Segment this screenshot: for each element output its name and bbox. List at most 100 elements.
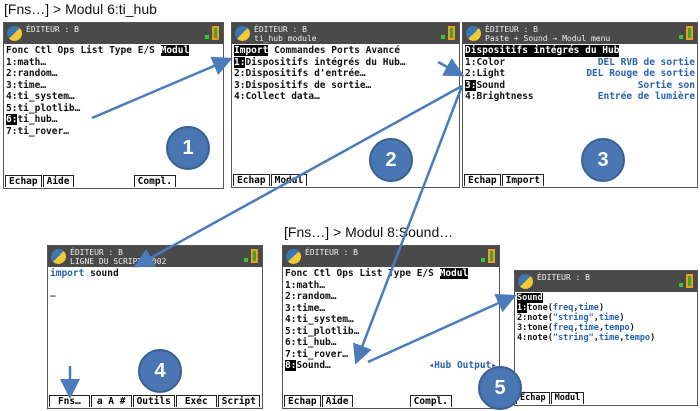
menu-item[interactable]: 2:random…	[6, 68, 221, 80]
menu-item[interactable]: 3:Dispositifs de sortie…	[234, 80, 457, 92]
menu-tab-list[interactable]: List	[359, 268, 383, 279]
item-label: ti_plotlib…	[17, 102, 81, 114]
menu-tab-es[interactable]: E/S	[137, 45, 155, 56]
menu-item[interactable]: 1:Dispositifs intégrés du Hub…	[234, 56, 457, 69]
softkey-chap[interactable]: Échap	[233, 174, 270, 186]
menu-item[interactable]: 2:Dispositifs d'entrée…	[234, 68, 457, 80]
softkey-fns[interactable]: Fns…	[49, 395, 90, 407]
header-title: ÉDITEUR : B	[26, 25, 79, 34]
menu-tab-import[interactable]: Import	[234, 45, 269, 56]
menu-item[interactable]: 1:math…	[285, 280, 497, 292]
param: tempo	[624, 333, 651, 343]
menu-item[interactable]: 8:Sound…◂Hub Output▸	[285, 360, 497, 372]
menu-tab-modul[interactable]: Modul	[160, 45, 190, 56]
softkey-chap[interactable]: Échap	[5, 175, 42, 187]
menu-tabs: Fonc Ctl Ops List Type E/S Modul	[6, 45, 221, 57]
menu-tab-ports[interactable]: Ports	[331, 45, 360, 56]
menu-tab-ctl[interactable]: Ctl	[313, 268, 331, 279]
softkey-chap[interactable]: Échap	[284, 395, 321, 407]
softkey-chap[interactable]: Échap	[464, 174, 501, 186]
softkey-compl[interactable]: Compl.	[133, 175, 176, 187]
param: time	[578, 323, 599, 333]
softkey-exc[interactable]: Exéc	[175, 395, 217, 407]
item-number: 2:	[234, 68, 246, 79]
menu-tab-ops[interactable]: Ops	[336, 268, 354, 279]
menu-item[interactable]: 3:time…	[6, 80, 221, 92]
menu-item[interactable]: 3:time…	[285, 303, 497, 315]
menu-title: Sound	[517, 293, 543, 303]
softkey-aa[interactable]: a A #	[90, 395, 132, 407]
menu-tab-modul[interactable]: Modul	[439, 268, 469, 279]
status-dot-icon	[679, 35, 683, 39]
item-number: 2:	[465, 68, 477, 79]
item-number: 2:	[285, 291, 297, 302]
screen-body: import sound_	[48, 267, 262, 298]
menu-item[interactable]: 6:ti_hub…	[285, 337, 497, 349]
menu-item[interactable]: 4:ti_system…	[6, 91, 221, 103]
item-number: 3:	[6, 79, 18, 91]
step-badge-2: 2	[369, 138, 413, 182]
status-dot-icon	[679, 283, 683, 287]
menu-tab-list[interactable]: List	[80, 45, 104, 56]
battery-icon	[448, 26, 455, 40]
menu-tab-commandes[interactable]: Commandes	[274, 45, 326, 56]
softkey-compl[interactable]: Compl.	[409, 395, 452, 407]
menu-item[interactable]: 2:random…	[285, 291, 497, 303]
menu-tabs: Import Commandes Ports Avancé	[234, 45, 457, 57]
menu-item[interactable]: 7:ti_rover…	[285, 349, 497, 361]
python-logo-icon	[51, 249, 66, 264]
item-label: math…	[17, 56, 47, 68]
item-number: 2:	[517, 313, 528, 323]
header-title: ÉDITEUR : B	[485, 25, 538, 34]
menu-item[interactable]: 4:Collect data…	[234, 91, 457, 103]
function-item[interactable]: 4:note("string",time,tempo)	[517, 333, 656, 343]
menu-item[interactable]: 6:ti_hub…	[6, 114, 221, 126]
menu-item[interactable]: 5:ti_plotlib…	[6, 103, 221, 115]
battery-icon	[686, 274, 693, 288]
param: "string"	[552, 333, 594, 343]
header-title: ÉDITEUR : B	[254, 25, 307, 34]
menu-item[interactable]: 1:math…	[6, 57, 221, 69]
code-keyword: import	[50, 268, 85, 279]
menu-tab-fonc[interactable]: Fonc	[6, 45, 29, 56]
item-number: 2:	[6, 68, 18, 79]
screen-body: Fonc Ctl Ops List Type E/S Modul 1:math……	[4, 44, 223, 138]
softkey-aide[interactable]: Aide	[42, 175, 74, 187]
caption-step1: [Fns…] > Modul 6:ti_hub	[4, 1, 157, 17]
param: time	[578, 303, 599, 313]
menu-tab-fonc[interactable]: Fonc	[285, 268, 308, 279]
item-number: 3:	[465, 79, 477, 91]
header-subtitle: LIGNE DU SCRIPT 0002	[70, 257, 167, 266]
softkey-script[interactable]: Script	[217, 395, 260, 407]
menu-item[interactable]: 5:ti_plotlib…	[285, 326, 497, 338]
item-label: random…	[17, 68, 58, 79]
item-number: 5:	[6, 102, 18, 114]
menu-tab-ctl[interactable]: Ctl	[34, 45, 52, 56]
menu-item[interactable]: 4:ti_system…	[285, 314, 497, 326]
menu-item[interactable]: 7:ti_rover…	[6, 126, 221, 138]
function-item[interactable]: 1:tone(freq,time)	[517, 303, 605, 313]
softkey-aide[interactable]: Aide	[321, 395, 353, 407]
softkey-outils[interactable]: Outils	[132, 395, 175, 407]
menu-tab-es[interactable]: E/S	[416, 268, 434, 279]
menu-tab-type[interactable]: Type	[388, 268, 411, 279]
softkey-import[interactable]: Import	[501, 174, 544, 186]
function-item[interactable]: 2:note("string",time)	[517, 313, 625, 323]
softkey-modul[interactable]: Modul	[270, 174, 308, 186]
softkey-modul[interactable]: Modul	[550, 392, 585, 404]
item-label: Sound	[476, 79, 506, 91]
function-item[interactable]: 3:tone(freq,time,tempo)	[517, 323, 635, 333]
menu-tab-type[interactable]: Type	[109, 45, 132, 56]
menu-tab-ops[interactable]: Ops	[57, 45, 75, 56]
item-label: time…	[17, 79, 47, 91]
menu-tab-avanc[interactable]: Avancé	[365, 45, 400, 56]
